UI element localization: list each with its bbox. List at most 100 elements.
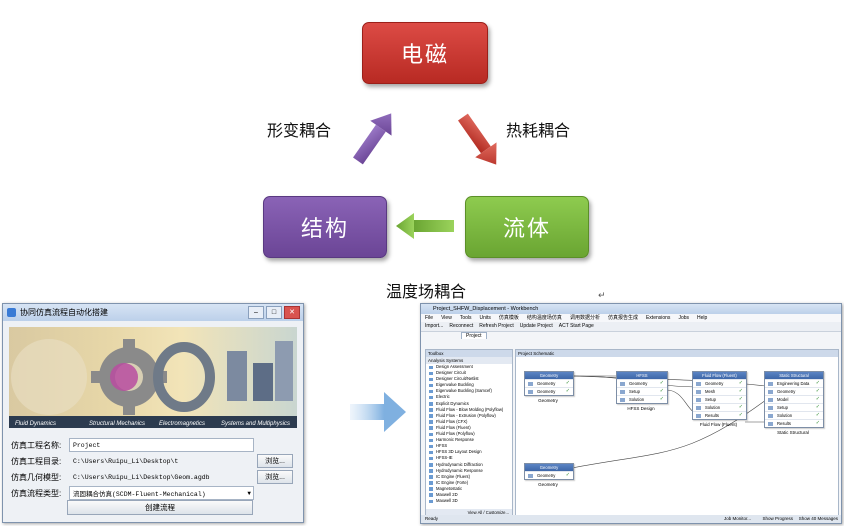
toolbox-item[interactable]: Design Assessment <box>426 364 512 370</box>
menu-tools[interactable]: Tools <box>459 315 472 321</box>
toolbox-item[interactable]: HFSS 3D Layout Design <box>426 449 512 455</box>
update-project-button[interactable]: Update Project <box>519 323 553 329</box>
system-cell[interactable]: Setup <box>693 395 746 403</box>
workbench-title[interactable]: Project_SHFW_Displacement - Workbench <box>421 304 841 314</box>
geometry-path-input[interactable]: C:\Users\Ruipu_Li\Desktop\Geom.agdb <box>69 470 260 484</box>
system-cell[interactable]: Geometry <box>765 387 823 395</box>
system-cell[interactable]: Setup <box>765 403 823 411</box>
show-progress-button[interactable]: Show Progress <box>762 516 793 521</box>
system-cell[interactable]: Solution <box>765 411 823 419</box>
toolbox-item[interactable]: IC Engine (Forte) <box>426 480 512 486</box>
dialog-titlebar[interactable]: 协同仿真流程自动化搭建 <box>3 304 303 321</box>
node-structure: 结构 <box>263 196 387 258</box>
system-caption: Fluid Flow (Fluent) <box>699 422 738 427</box>
menu-structural-thermal[interactable]: 结构温度场仿真 <box>526 315 562 321</box>
system-cell[interactable]: Results <box>693 411 746 419</box>
status-bar: Ready Job Monitor... Show Progress Show … <box>421 515 841 523</box>
system-block[interactable]: GeometryGeometryGeometry <box>524 371 574 396</box>
workbench-tabs: Project <box>421 332 841 340</box>
toolbox-item[interactable]: Hydrodynamic Response <box>426 468 512 474</box>
toolbox-item[interactable]: HFSS-IE <box>426 455 512 461</box>
show-messages-button[interactable]: Show 40 Messages <box>798 516 838 521</box>
toolbox-item[interactable]: IC Engine (Fluent) <box>426 474 512 480</box>
status-text: Ready <box>425 516 439 521</box>
system-cell[interactable]: Geometry <box>525 379 573 387</box>
label-deformation-coupling: 形变耦合 <box>267 123 332 140</box>
toolbox-item[interactable]: Eigenvalue Buckling <box>426 382 512 388</box>
system-cell[interactable]: Geometry <box>525 471 573 479</box>
menu-view[interactable]: View <box>441 315 452 321</box>
system-cell[interactable]: Solution <box>693 403 746 411</box>
app-icon <box>7 308 16 317</box>
minimize-button[interactable]: – <box>248 306 264 319</box>
field-label: 仿真工程目录: <box>11 456 62 466</box>
menu-units[interactable]: Units <box>479 315 491 321</box>
toolbox-item[interactable]: Harmonic Response <box>426 437 512 443</box>
toolbox-item[interactable]: Designer Circuit <box>426 370 512 376</box>
flow-type-value: 流固耦合仿真(SCDM-Fluent-Mechanical) <box>73 491 206 498</box>
create-flow-button[interactable]: 创建流程 <box>67 500 253 515</box>
menu-file[interactable]: File <box>425 315 434 321</box>
system-caption: Geometry <box>538 482 558 487</box>
import-button[interactable]: Import... <box>425 323 444 329</box>
refresh-project-button[interactable]: Refresh Project <box>479 323 514 329</box>
toolbox-item[interactable]: Maxwell 2D <box>426 492 512 498</box>
project-dir-input[interactable]: C:\Users\Ruipu_Li\Desktop\t <box>69 454 260 468</box>
system-cell[interactable]: Geometry <box>617 379 667 387</box>
menu-jobs[interactable]: Jobs <box>678 315 689 321</box>
toolbox-item[interactable]: Fluid Flow - Blow Molding (Polyflow) <box>426 407 512 413</box>
toolbox-item[interactable]: Eigenvalue Buckling (Samcef) <box>426 388 512 394</box>
system-cell[interactable]: Model <box>765 395 823 403</box>
system-header: Static Structural <box>765 372 823 379</box>
menu-templates[interactable]: 仿真模板 <box>498 315 519 321</box>
banner-graphic <box>11 339 293 415</box>
menu-data-analysis[interactable]: 调用数据分析 <box>569 315 600 321</box>
toolbox-item[interactable]: Hydrodynamic Diffraction <box>426 462 512 468</box>
toolbox-panel: Toolbox Analysis Systems Design Assessme… <box>425 349 513 517</box>
system-cell[interactable]: Geometry <box>525 387 573 395</box>
maximize-button[interactable]: □ <box>266 306 282 319</box>
system-cell[interactable]: Geometry <box>693 379 746 387</box>
system-cell[interactable]: Results <box>765 419 823 427</box>
system-block[interactable]: HFSSGeometrySetupSolution <box>616 371 668 404</box>
reconnect-button[interactable]: Reconnect <box>449 323 474 329</box>
toolbox-item[interactable]: HFSS <box>426 443 512 449</box>
act-start-page-button[interactable]: ACT Start Page <box>558 323 594 329</box>
flow-type-select[interactable]: 流固耦合仿真(SCDM-Fluent-Mechanical) ▼ <box>69 486 254 500</box>
toolbox-item[interactable]: Fluid Flow - Extrusion (Polyflow) <box>426 413 512 419</box>
project-name-input[interactable]: Project <box>69 438 254 452</box>
system-header: Fluid Flow (Fluent) <box>693 372 746 379</box>
toolbox-item[interactable]: Fluid Flow (CFX) <box>426 419 512 425</box>
menu-extensions[interactable]: Extensions <box>645 315 671 321</box>
system-cell[interactable]: Solution <box>617 395 667 403</box>
arrow-structure-to-em <box>353 113 392 165</box>
toolbox-item[interactable]: Designer Circuit/Netlist <box>426 376 512 382</box>
coupling-arrows <box>353 113 497 239</box>
toolbox-item[interactable]: Fluid Flow (Fluent) <box>426 425 512 431</box>
banner-caption-electromagnetics: Electromagnetics <box>159 421 206 427</box>
menu-help[interactable]: Help <box>697 315 708 321</box>
toolbox-item[interactable]: Fluid Flow (Polyflow) <box>426 431 512 437</box>
tab-project[interactable]: Project <box>461 332 487 339</box>
banner-caption-structural: Structural Mechanics <box>89 421 146 427</box>
system-block[interactable]: Fluid Flow (Fluent)GeometryMeshSetupSolu… <box>692 371 747 420</box>
toolbox-item[interactable]: Electric <box>426 394 512 400</box>
toolbox-item[interactable]: Explicit Dynamics <box>426 401 512 407</box>
browse-dir-button[interactable]: 浏览... <box>257 454 293 468</box>
close-button[interactable]: ✕ <box>284 306 300 319</box>
menu-report[interactable]: 仿真报告生成 <box>607 315 638 321</box>
toolbox-item[interactable]: Magnetostatic <box>426 486 512 492</box>
system-cell[interactable]: Engineering Data <box>765 379 823 387</box>
browse-geometry-button[interactable]: 浏览... <box>257 470 293 484</box>
field-row-project-name: 仿真工程名称: Project <box>11 438 254 452</box>
job-monitor-button[interactable]: Job Monitor... <box>723 516 751 521</box>
system-cell[interactable]: Setup <box>617 387 667 395</box>
toolbox-group-analysis[interactable]: Analysis Systems <box>426 357 512 364</box>
project-schematic: Project Schematic GeometryGeometryGeomet… <box>515 349 839 517</box>
toolbox-item[interactable]: Maxwell 3D <box>426 498 512 504</box>
automation-dialog: 协同仿真流程自动化搭建 – □ ✕ Fluid Dynamics Structu… <box>2 303 304 523</box>
toolbox-footer-link[interactable]: View All / Customize... <box>426 509 512 516</box>
system-cell[interactable]: Mesh <box>693 387 746 395</box>
